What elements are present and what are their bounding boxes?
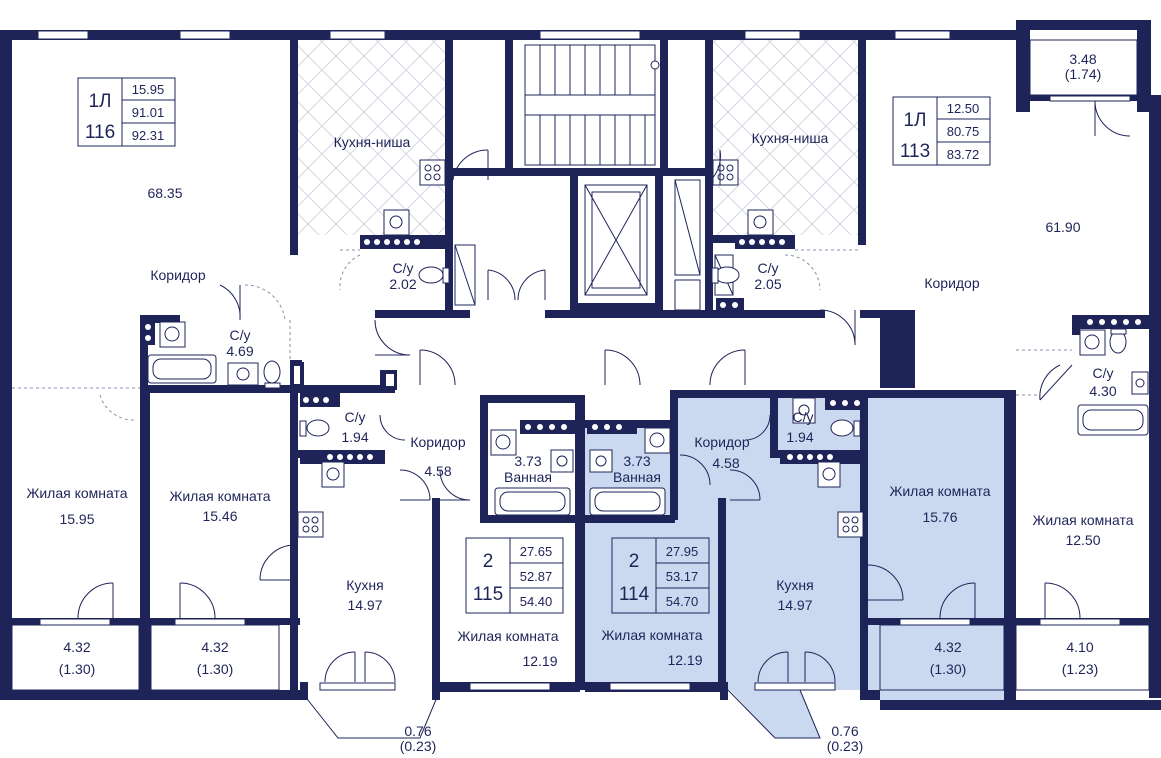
windows: [37, 30, 1131, 691]
room-label-a113-kitchen-niche: Кухня-ниша: [752, 130, 829, 146]
apartment-tag-113: 1Л 113 12.50 80.75 83.72: [892, 96, 991, 166]
apartment-rooms: 2: [629, 551, 640, 572]
room-label-a116-main-area: 68.35: [147, 185, 182, 201]
area-total: 80.75: [947, 124, 980, 139]
room-label-a113-corridor: Коридор: [924, 275, 980, 291]
area-total: 53.17: [666, 569, 699, 584]
apartment-number: 113: [900, 141, 930, 162]
room-label-a115-balcony: 4.32(1.30): [197, 639, 234, 677]
room-label-a116-balcony: 4.32(1.30): [59, 639, 96, 677]
room-label-a114-bay: 0.76(0.23): [827, 723, 864, 754]
area-living: 27.65: [520, 544, 553, 559]
room-label-a114-balcony: 4.32(1.30): [930, 639, 967, 677]
apartment-rooms: 1Л: [88, 91, 111, 112]
apartment-tag-114: 2 114 27.95 53.17 54.70: [611, 537, 710, 614]
area-living: 27.95: [666, 544, 699, 559]
area-total-with-balcony: 54.40: [520, 594, 553, 609]
area-total: 91.01: [132, 105, 165, 120]
fixtures: [147, 159, 1149, 538]
kitchen-niche-hatch: [298, 40, 858, 235]
apartment-tag-115: 2 115 27.65 52.87 54.40: [465, 537, 564, 614]
apartment-tag-116: 1Л 116 15.95 91.01 92.31: [77, 77, 176, 147]
apartment-number: 116: [85, 122, 115, 143]
dashed-partitions: [12, 249, 1072, 396]
apartment-number: 114: [619, 584, 650, 605]
apartment-rooms: 2: [483, 551, 494, 572]
doors: [77, 100, 1131, 683]
elevator: [454, 179, 734, 311]
area-living: 15.95: [132, 82, 165, 97]
area-total-with-balcony: 54.70: [666, 594, 699, 609]
apartment-rooms: 1Л: [903, 110, 926, 131]
area-living: 12.50: [947, 101, 980, 116]
room-label-a116-corridor: Коридор: [150, 267, 206, 283]
appliance-strips: [141, 235, 1149, 464]
room-label-a116-kitchen-niche: Кухня-ниша: [334, 134, 411, 150]
area-total-with-balcony: 83.72: [947, 147, 980, 162]
room-label-a113-loggia: 3.48(1.74): [1065, 51, 1102, 82]
area-total-with-balcony: 92.31: [132, 128, 165, 143]
room-label-a115-bay: 0.76(0.23): [400, 723, 437, 754]
room-label-a113-main-area: 61.90: [1045, 219, 1080, 235]
area-total: 52.87: [520, 569, 553, 584]
room-label-a113-balcony: 4.10(1.23): [1062, 639, 1099, 677]
apartment-number: 115: [473, 584, 503, 605]
staircase: [524, 44, 660, 166]
